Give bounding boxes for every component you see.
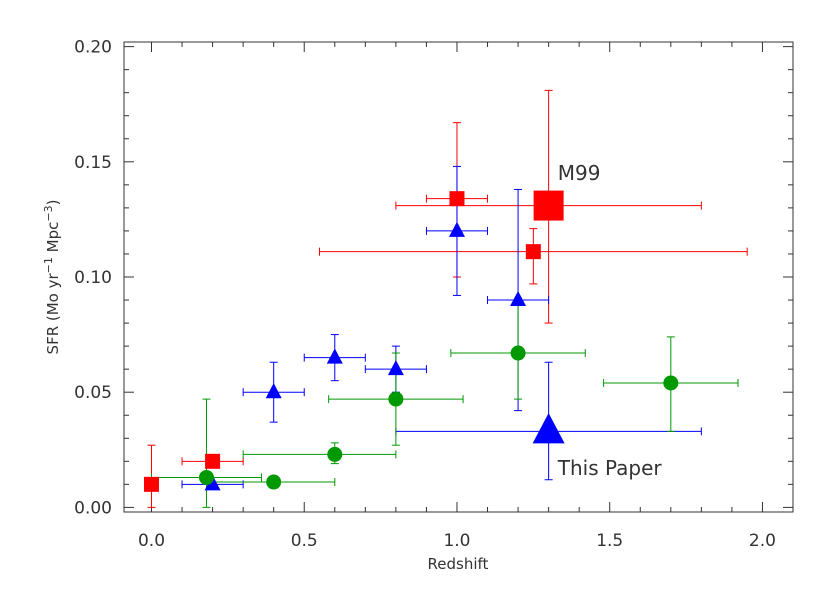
- large-square-marker: [533, 190, 564, 221]
- x-tick-label: 1.5: [596, 531, 623, 551]
- y-tick-label: 0.05: [74, 383, 112, 403]
- circle-marker: [327, 446, 343, 462]
- y-tick-label: 0.00: [74, 498, 112, 518]
- x-tick-label: 2.0: [749, 531, 776, 551]
- circle-marker: [510, 345, 526, 361]
- triangle-marker: [510, 290, 527, 307]
- annotation-label: This Paper: [557, 456, 663, 480]
- x-axis-label: Redshift: [428, 555, 489, 573]
- error-bars: [147, 89, 748, 508]
- x-tick-label: 0.0: [138, 531, 165, 551]
- y-label-part2: Mpc: [44, 222, 62, 257]
- data-markers: [143, 190, 679, 492]
- y-label-part1: SFR (Mo yr: [44, 272, 62, 354]
- y-tick-label: 0.15: [74, 153, 112, 173]
- y-label-part3: ): [44, 200, 62, 206]
- circle-marker: [266, 474, 282, 490]
- x-tick-label: 1.0: [443, 531, 470, 551]
- y-tick-label: 0.20: [74, 38, 112, 58]
- square-marker: [143, 476, 159, 492]
- axis-ticks: [124, 42, 794, 512]
- y-tick-label: 0.10: [74, 268, 112, 288]
- circle-marker: [663, 375, 679, 391]
- circle-marker: [198, 469, 214, 485]
- y-axis-label: SFR (Mo yr−1 Mpc−3): [42, 200, 62, 355]
- tick-labels: 0.0 0.5 1.0 1.5 2.0 0.00 0.05 0.10 0.15 0.20: [74, 38, 776, 551]
- square-marker: [525, 244, 541, 260]
- triangle-marker: [265, 382, 282, 399]
- square-marker: [205, 453, 221, 469]
- y-label-sup1: −1: [42, 257, 55, 273]
- large-triangle-marker: [532, 412, 565, 444]
- triangle-marker: [326, 348, 343, 364]
- y-label-sup2: −3: [42, 205, 55, 221]
- square-marker: [449, 191, 465, 207]
- x-tick-label: 0.5: [291, 531, 318, 551]
- triangle-marker: [204, 475, 221, 491]
- annotation-label: M99: [558, 161, 601, 185]
- circle-marker: [388, 391, 404, 407]
- triangle-marker: [387, 359, 404, 376]
- triangle-marker: [448, 221, 465, 237]
